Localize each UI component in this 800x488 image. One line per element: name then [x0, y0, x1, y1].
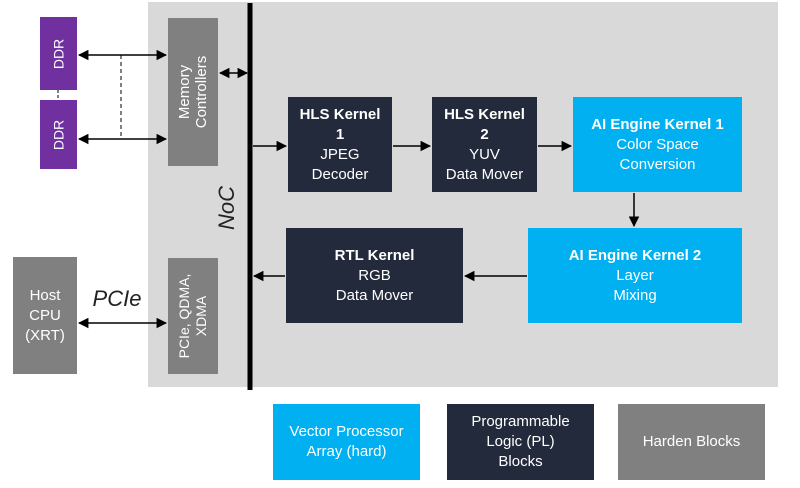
legend-label-line: Array (hard) [306, 443, 387, 460]
pcie-label: PCIe [92, 286, 142, 311]
host-cpu-line: (XRT) [25, 326, 65, 344]
kernel-desc-line: YUV [469, 145, 500, 163]
legend-label-line: Vector Processor [289, 423, 404, 440]
kernel-desc-line: Data Mover [335, 286, 414, 304]
ai-engine-kernel-1-title: AI Engine Kernel 1 [591, 115, 724, 135]
ai-engine-kernel-2-title: AI Engine Kernel 2 [569, 246, 702, 266]
legend-harden-blocks: Harden Blocks [618, 404, 765, 480]
hls-kernel-1-title: HLS Kernel 1 [300, 105, 381, 145]
kernel-desc-line: Color Space [616, 135, 699, 153]
kernel-desc-line: RGB [358, 266, 391, 284]
ddr-bottom: DDR [40, 100, 77, 169]
kernel-title-line: HLS Kernel [444, 105, 525, 123]
kernel-desc-line: Conversion [619, 155, 696, 173]
hls-kernel-2-title: HLS Kernel 2 [444, 105, 525, 145]
hls-kernel-1-desc: JPEG Decoder [312, 145, 369, 185]
host-cpu-line: CPU [29, 306, 61, 324]
hls-kernel-2-desc: YUV Data Mover [446, 145, 524, 185]
rtl-kernel: RTL Kernel RGB Data Mover [286, 228, 463, 323]
legend-label-line: Logic (PL) [486, 433, 555, 450]
memory-controllers: Memory Controllers [168, 18, 218, 166]
hls-kernel-2: HLS Kernel 2 YUV Data Mover [432, 97, 537, 192]
kernel-title-line: 2 [480, 125, 489, 143]
legend-harden-blocks-label: Harden Blocks [643, 432, 741, 452]
legend-label-line: Blocks [498, 453, 543, 470]
kernel-title-line: RTL Kernel [334, 246, 415, 264]
hls-kernel-1: HLS Kernel 1 JPEG Decoder [288, 97, 392, 192]
kernel-desc-line: JPEG [320, 145, 360, 163]
kernel-title-line: AI Engine Kernel 2 [568, 246, 702, 264]
ddr-top: DDR [40, 17, 77, 90]
legend-label-line: Programmable [471, 413, 570, 430]
kernel-desc-line: Mixing [613, 286, 657, 304]
host-cpu-line: Host [29, 286, 61, 304]
kernel-desc-line: Layer [616, 266, 654, 284]
rtl-kernel-title: RTL Kernel [335, 246, 415, 266]
kernel-title-line: AI Engine Kernel 1 [591, 115, 724, 133]
kernel-desc-line: Decoder [311, 165, 369, 183]
kernel-title-line: 1 [335, 125, 345, 143]
rtl-kernel-desc: RGB Data Mover [336, 266, 414, 306]
pcie-qdma-xdma: PCIe, QDMA,XDMA [168, 258, 218, 374]
kernel-desc-line: Data Mover [445, 165, 524, 183]
legend-label-line: Harden Blocks [642, 433, 741, 450]
kernel-title-line: HLS Kernel [299, 105, 381, 123]
